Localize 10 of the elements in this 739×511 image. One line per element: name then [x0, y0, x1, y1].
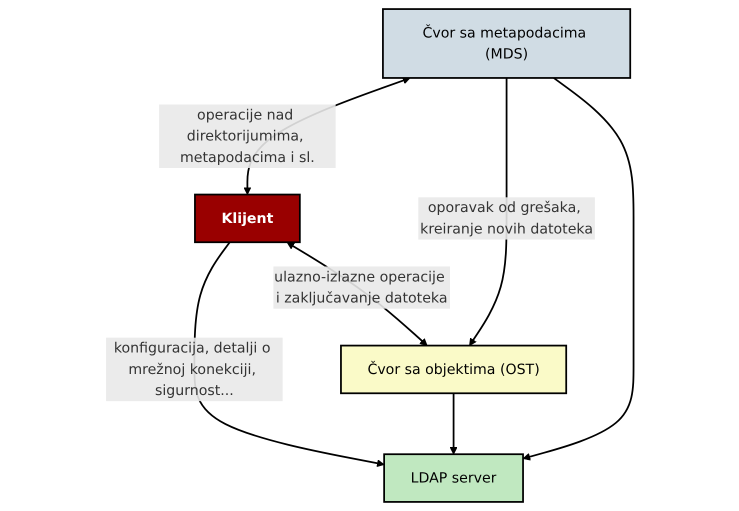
node-box: Čvor sa objektima (OST)	[340, 344, 567, 394]
edge-label: operacije nad direktorijumima, metapodacima i sl.	[180, 106, 314, 166]
edge-label: konfiguracija, detalji o mrežnoj konekciji, sigurnost...	[114, 339, 270, 399]
node-box: LDAP server	[382, 453, 524, 503]
node-box: Klijent	[194, 194, 300, 244]
edge-label: ulazno-izlazne operacije i zaključavanje datoteka	[274, 268, 448, 306]
arrow	[522, 77, 634, 460]
edge-label: oporavak od grešaka, kreiranje novih datoteka	[420, 198, 593, 237]
arrow	[449, 393, 458, 455]
node-box: Čvor sa metapodacima (MDS)	[382, 8, 631, 79]
